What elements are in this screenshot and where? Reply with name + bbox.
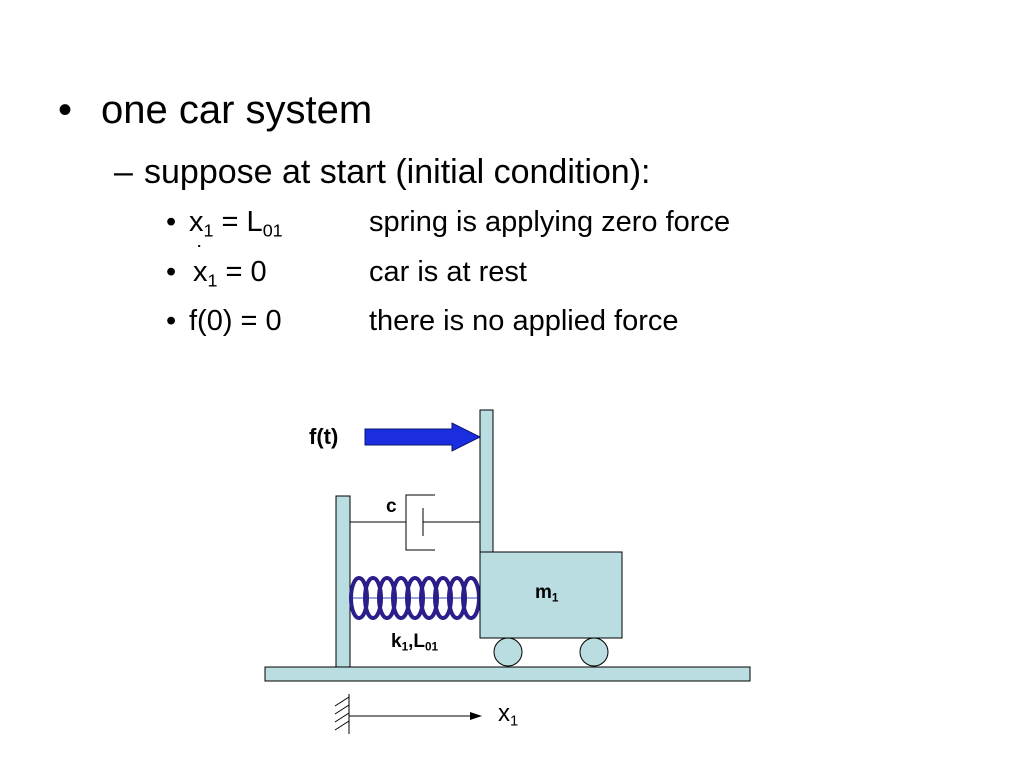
bullet-level1: • <box>58 88 72 133</box>
axis-label-text: x <box>498 700 510 727</box>
condition-1-eq-sub: 01 <box>262 220 283 241</box>
condition-1-eq: = L <box>213 206 263 238</box>
mass-block <box>479 551 623 639</box>
spring-coil <box>461 576 481 620</box>
damper-label: c <box>386 496 397 517</box>
wheel-right <box>579 637 609 667</box>
condition-3-expr: f(0) = 0 <box>189 305 282 337</box>
force-label: f(t) <box>309 424 339 449</box>
damper <box>350 494 480 551</box>
condition-1-expr: x1 = L01 <box>189 206 283 239</box>
condition-1-desc: spring is applying zero force <box>369 206 731 238</box>
condition-1-bullet: • <box>166 206 177 238</box>
spring-label-sep: ,L <box>408 631 426 652</box>
condition-2-bullet: • <box>166 256 177 288</box>
heading-one-car-system: one car system <box>101 88 373 132</box>
condition-1-var-sub: 1 <box>203 220 214 241</box>
condition-1-var: x <box>189 206 204 238</box>
position-axis <box>334 694 470 734</box>
condition-3-bullet: • <box>166 305 177 337</box>
spring-label-k: k <box>391 631 402 652</box>
condition-2-var-sub: 1 <box>207 270 218 291</box>
condition-2-xdot: ˙x <box>193 243 208 289</box>
force-arrow <box>364 422 482 452</box>
subheading-initial-condition: suppose at start (initial condition): <box>144 153 651 191</box>
axis-label: x1 <box>498 700 519 730</box>
axis-arrowhead <box>470 712 482 720</box>
ground-rail <box>264 666 751 682</box>
condition-2-expr: ˙x1 = 0 <box>193 243 267 291</box>
mass-label-text: m <box>535 582 552 603</box>
dash-level2: – <box>114 153 133 191</box>
condition-2-var: x <box>193 256 208 288</box>
mass-label: m1 <box>535 582 558 604</box>
spring-label-k-sub: 1 <box>401 640 409 654</box>
condition-2-desc: car is at rest <box>369 256 527 288</box>
wheel-left <box>493 637 523 667</box>
mass-label-sub: 1 <box>551 591 559 605</box>
spring <box>349 576 481 620</box>
axis-label-sub: 1 <box>510 713 519 730</box>
spring-label-l-sub: 01 <box>425 640 439 654</box>
derivative-dot: ˙ <box>196 241 205 268</box>
mass-post <box>479 409 494 553</box>
condition-3-desc: there is no applied force <box>369 305 679 337</box>
bullet-dot: • <box>58 88 73 132</box>
fixed-wall <box>335 495 351 668</box>
condition-2-eq: = 0 <box>217 256 267 288</box>
spring-label: k1,L01 <box>391 631 438 653</box>
